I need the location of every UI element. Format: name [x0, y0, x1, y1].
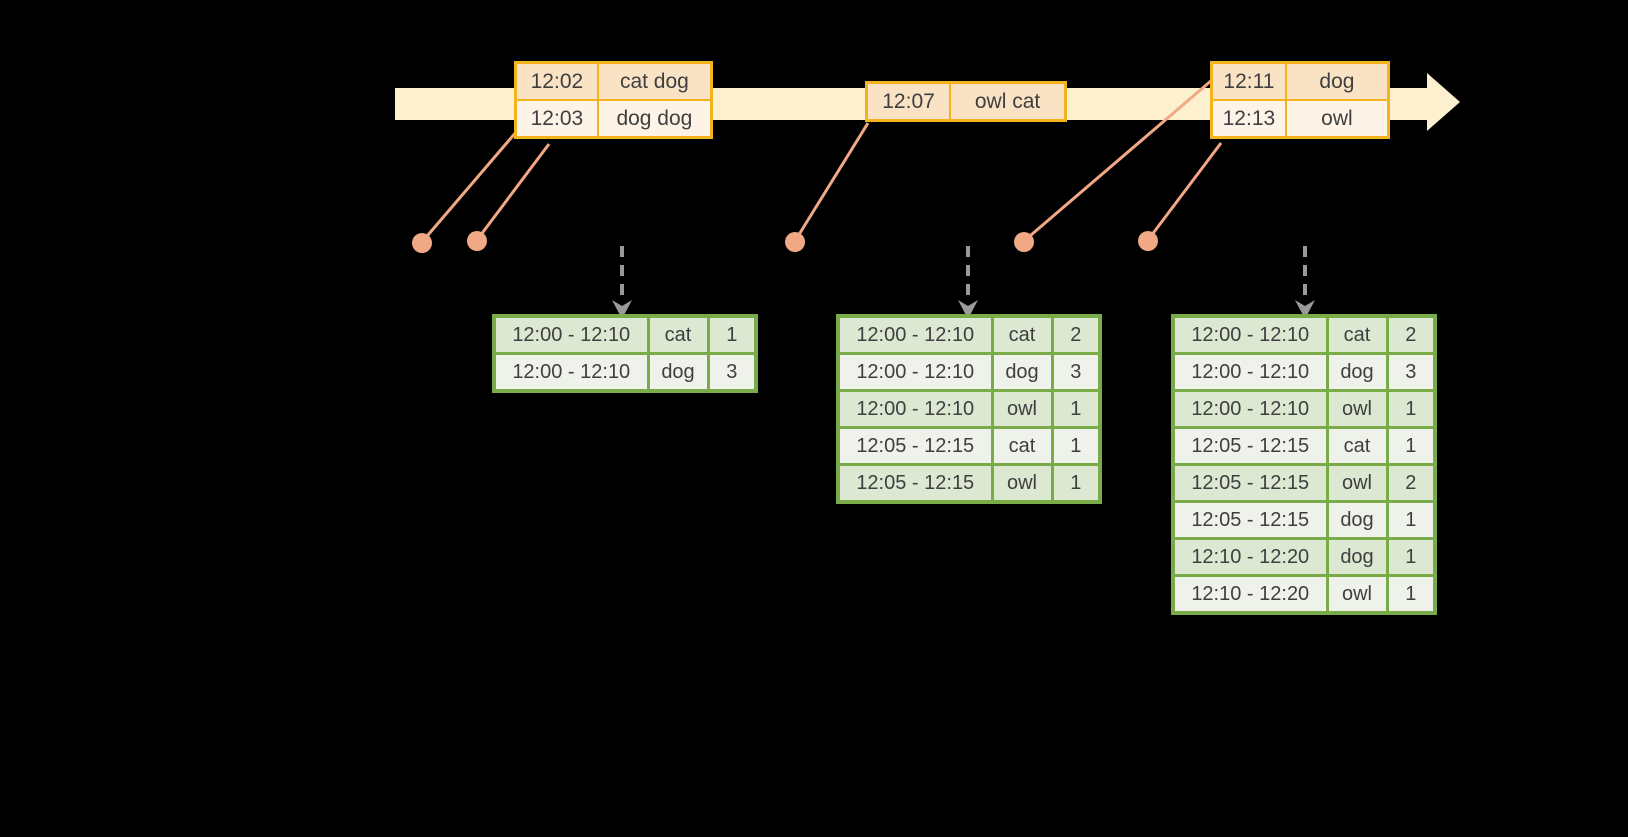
table-cell: dog	[1325, 537, 1389, 577]
event-dot-icon	[1014, 232, 1034, 252]
table-cell: owl cat	[949, 81, 1067, 122]
table-cell: owl	[1325, 389, 1389, 429]
table-cell: 12:00 - 12:10	[836, 352, 994, 392]
table-cell: dog	[1284, 61, 1390, 101]
table-cell: 12:10 - 12:20	[1171, 574, 1329, 615]
table-cell: 2	[1385, 463, 1437, 503]
table-cell: 12:02	[514, 61, 599, 101]
table-cell: cat	[1325, 426, 1389, 466]
table-cell: 12:00 - 12:10	[492, 314, 650, 355]
event-dot-icon	[785, 232, 805, 252]
table-cell: dog	[990, 352, 1054, 392]
table-cell: 1	[1050, 463, 1102, 504]
table-cell: 1	[1385, 500, 1437, 540]
table-cell: dog	[646, 352, 710, 393]
table-cell: 12:00 - 12:10	[836, 389, 994, 429]
table-cell: 2	[1385, 314, 1437, 355]
table-cell: 12:00 - 12:10	[492, 352, 650, 393]
table-cell: 1	[1385, 426, 1437, 466]
table-cell: 12:05 - 12:15	[1171, 426, 1329, 466]
table-cell: 3	[1385, 352, 1437, 392]
event-dot-icon	[412, 233, 432, 253]
table-cell: owl	[1325, 574, 1389, 615]
event-dot-icon	[1138, 231, 1158, 251]
table-cell: 1	[1050, 389, 1102, 429]
table-cell: 2	[1050, 314, 1102, 355]
table-cell: owl	[990, 463, 1054, 504]
table-cell: 12:13	[1210, 99, 1287, 139]
event-connector-line	[420, 130, 519, 243]
timeline-arrowhead-icon	[1427, 73, 1460, 131]
table-cell: 12:05 - 12:15	[1171, 500, 1329, 540]
table-cell: 12:10 - 12:20	[1171, 537, 1329, 577]
table-cell: 1	[1050, 426, 1102, 466]
table-cell: 3	[1050, 352, 1102, 392]
table-cell: 12:05 - 12:15	[1171, 463, 1329, 503]
trigger-arrow-icon	[612, 246, 632, 319]
event-dot-icon	[467, 231, 487, 251]
table-cell: 1	[1385, 537, 1437, 577]
trigger-arrow-icon	[958, 246, 978, 319]
table-cell: 1	[1385, 389, 1437, 429]
table-cell: 3	[706, 352, 758, 393]
table-cell: 12:03	[514, 99, 599, 139]
table-cell: 1	[706, 314, 758, 355]
table-cell: dog dog	[596, 99, 713, 139]
table-cell: 12:07	[865, 81, 952, 122]
table-cell: 12:11	[1210, 61, 1287, 101]
table-cell: 12:05 - 12:15	[836, 426, 994, 466]
table-cell: 12:00 - 12:10	[1171, 314, 1329, 355]
table-cell: dog	[1325, 500, 1389, 540]
table-cell: 1	[1385, 574, 1437, 615]
table-cell: cat	[990, 314, 1054, 355]
table-cell: 12:05 - 12:15	[836, 463, 994, 504]
trigger-arrow-icon	[1295, 246, 1315, 319]
table-cell: 12:00 - 12:10	[1171, 389, 1329, 429]
table-cell: cat dog	[596, 61, 713, 101]
table-cell: owl	[1284, 99, 1390, 139]
table-cell: cat	[646, 314, 710, 355]
table-cell: 12:00 - 12:10	[1171, 352, 1329, 392]
table-cell: cat	[1325, 314, 1389, 355]
table-cell: owl	[1325, 463, 1389, 503]
table-cell: cat	[990, 426, 1054, 466]
event-connector-line	[1146, 142, 1223, 241]
table-cell: owl	[990, 389, 1054, 429]
table-cell: dog	[1325, 352, 1389, 392]
event-connector-line	[475, 143, 551, 241]
event-connector-line	[793, 122, 870, 242]
table-cell: 12:00 - 12:10	[836, 314, 994, 355]
